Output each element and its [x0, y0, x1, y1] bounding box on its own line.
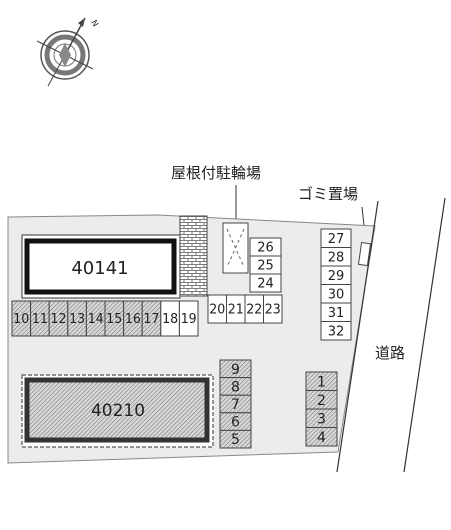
parking-space-label-13: 13: [69, 312, 85, 327]
compass-icon: N: [36, 17, 100, 87]
parking-space-label-7: 7: [231, 397, 240, 413]
parking-space-label-31: 31: [328, 306, 345, 321]
parking-space-label-11: 11: [32, 312, 48, 327]
parking-space-label-5: 5: [231, 432, 240, 448]
parking-space-label-6: 6: [231, 415, 240, 431]
parking-space-4: [305, 427, 338, 447]
garbage-label: ゴミ置場: [298, 185, 358, 203]
parking-space-label-20: 20: [209, 303, 225, 318]
parking-space-label-15: 15: [106, 312, 122, 327]
parking-space-label-1: 1: [317, 374, 326, 390]
parking-space-label-10: 10: [13, 312, 29, 327]
garbage-area: [357, 241, 372, 267]
parking-space-5: [219, 429, 252, 449]
parking-space-label-27: 27: [328, 232, 345, 247]
parking-space-label-26: 26: [257, 241, 274, 256]
parking-space-label-32: 32: [328, 324, 345, 339]
compass-north-label: N: [89, 19, 100, 29]
parking-space-label-3: 3: [317, 411, 326, 427]
building-40141: 40141: [21, 234, 181, 299]
building-40210: 40210: [21, 374, 214, 448]
parking-space-23: [263, 294, 283, 324]
parking-space-label-18: 18: [162, 312, 178, 327]
parking-space-24: [249, 273, 282, 293]
parking-space-19: [178, 300, 199, 337]
parking-space-label-14: 14: [88, 312, 104, 327]
parking-space-label-4: 4: [317, 430, 326, 446]
bicycle-parking-label: 屋根付駐輪場: [171, 164, 261, 182]
road-edge-left: [336, 200, 379, 473]
parking-space-label-28: 28: [328, 250, 345, 265]
parking-space-label-25: 25: [257, 259, 274, 274]
parking-space-label-17: 17: [144, 312, 160, 327]
parking-space-label-21: 21: [228, 303, 244, 318]
brick-wall: [179, 215, 208, 297]
parking-space-label-8: 8: [231, 379, 240, 395]
road-edge-right: [403, 197, 446, 473]
parking-space-label-19: 19: [181, 312, 197, 327]
parking-space-label-12: 12: [51, 312, 67, 327]
road-label: 道路: [375, 344, 405, 362]
building-40210-label: 40210: [91, 401, 145, 421]
parking-space-label-24: 24: [257, 277, 274, 292]
parking-space-label-30: 30: [328, 287, 345, 302]
parking-space-label-9: 9: [231, 362, 240, 378]
bicycle-parking: [222, 222, 249, 274]
parking-space-32: [320, 321, 352, 341]
parking-space-label-2: 2: [317, 393, 326, 409]
parking-space-label-29: 29: [328, 269, 345, 284]
building-40141-label: 40141: [71, 258, 128, 279]
parking-space-label-23: 23: [265, 303, 281, 318]
parking-space-label-16: 16: [125, 312, 141, 327]
parking-space-label-22: 22: [246, 303, 262, 318]
